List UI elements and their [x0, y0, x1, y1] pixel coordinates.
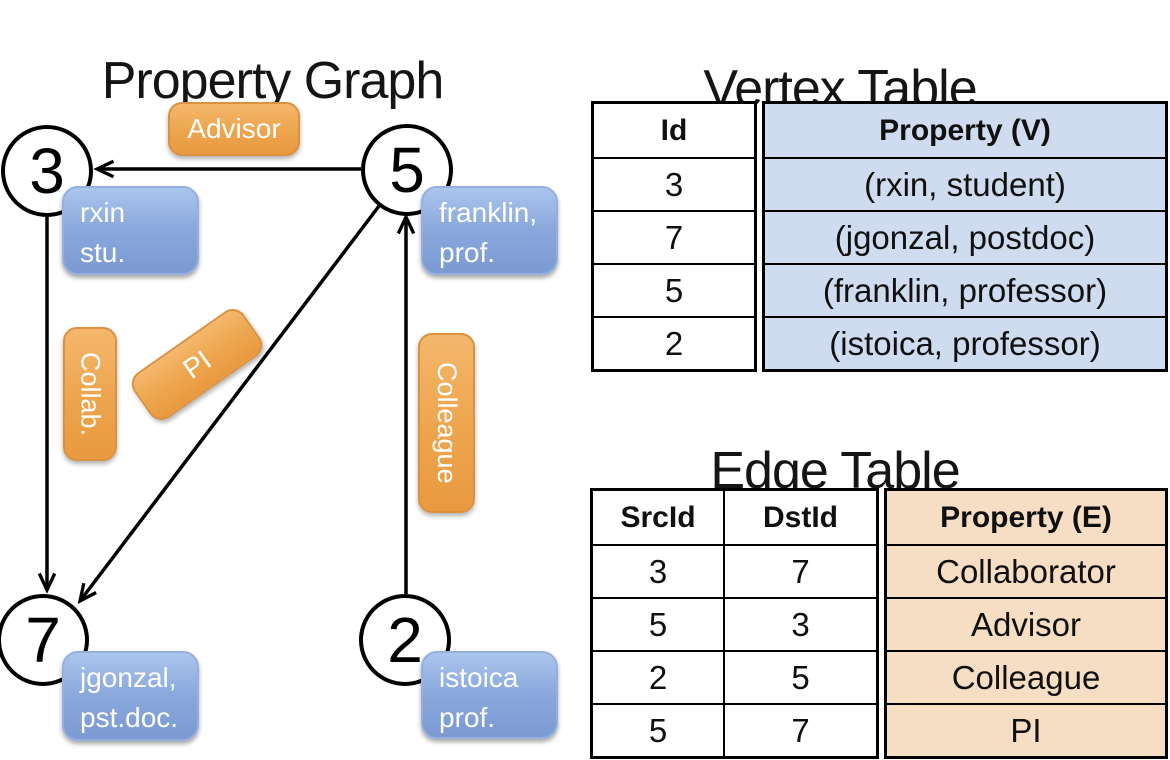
edge-label-text: PI [176, 343, 217, 385]
table-cell: 5 [725, 650, 876, 703]
node-label-line2: pst.doc. [80, 702, 179, 733]
table-cell: Colleague [887, 650, 1165, 703]
table-cell: (franklin, professor) [765, 263, 1165, 316]
node-label-line2: prof. [439, 702, 496, 733]
column-header-property-e: Property (E) [940, 500, 1112, 534]
node-label-line1: franklin, [439, 197, 538, 228]
node-label-istoica: istoica prof. [421, 651, 558, 739]
vertex-id: 2 [387, 604, 423, 676]
edge-label-text: Collab. [75, 351, 106, 437]
vertex-table-property-column: Property (V) (rxin, student) (jgonzal, p… [762, 101, 1168, 372]
edge-label-colleague: Colleague [418, 333, 475, 513]
vertex-table: Id 3 7 5 2 Property (V) (rxin, student) … [591, 101, 1168, 372]
table-cell: (jgonzal, postdoc) [765, 210, 1165, 263]
graph-panel: Property Graph 3 5 7 2 Advisor Collab. P… [0, 0, 580, 760]
node-label-line2: prof. [439, 237, 496, 268]
table-cell: 5 [593, 703, 723, 756]
vertex-id: 5 [389, 134, 425, 206]
vertex-id: 3 [29, 135, 65, 207]
table-cell: Advisor [887, 597, 1165, 650]
table-cell: 3 [593, 544, 723, 597]
node-label-franklin: franklin, prof. [421, 186, 558, 275]
table-cell: (rxin, student) [765, 157, 1165, 210]
table-cell: (istoica, professor) [765, 316, 1165, 369]
graph-title: Property Graph [101, 51, 445, 110]
node-label-line1: rxin [80, 197, 126, 228]
vertex-id: 7 [25, 604, 61, 676]
table-cell: 3 [725, 597, 876, 650]
table-cell: 7 [725, 544, 876, 597]
edge-table-id-columns: SrcId 3 5 2 5 DstId 7 3 5 7 [590, 488, 879, 759]
edge-label-text: Colleague [432, 362, 462, 484]
table-cell: 5 [593, 597, 723, 650]
table-cell: 7 [725, 703, 876, 756]
node-label-rxin: rxin stu. [62, 186, 199, 275]
column-header-id: Id [660, 113, 688, 147]
table-cell: 2 [594, 316, 754, 369]
node-label-jgonzal: jgonzal, pst.doc. [62, 651, 199, 741]
edge-table-srcid-column: SrcId 3 5 2 5 [593, 491, 723, 756]
column-header-dstid: DstId [763, 500, 838, 534]
table-cell: 3 [594, 157, 754, 210]
table-cell: PI [887, 703, 1165, 756]
edge-table-dstid-column: DstId 7 3 5 7 [723, 491, 876, 756]
vertex-table-id-column: Id 3 7 5 2 [591, 101, 757, 372]
edge-label-collab: Collab. [63, 327, 117, 461]
column-header-srcid: SrcId [620, 500, 696, 534]
node-label-line2: stu. [80, 237, 126, 268]
table-cell: 2 [593, 650, 723, 703]
graph-edges-svg [0, 0, 580, 760]
edge-pi-line [80, 204, 381, 601]
edge-label-advisor: Advisor [168, 102, 300, 156]
vertex-node-2: 2 [359, 594, 451, 686]
edge-label-text: Advisor [187, 113, 281, 144]
edge-table: SrcId 3 5 2 5 DstId 7 3 5 7 Property (E)… [590, 488, 1168, 759]
node-label-line1: istoica [439, 662, 519, 693]
node-label-line1: jgonzal, [80, 662, 177, 693]
edge-table-property-column: Property (E) Collaborator Advisor Collea… [884, 488, 1168, 759]
table-cell: 7 [594, 210, 754, 263]
table-cell: Collaborator [887, 544, 1165, 597]
column-header-property-v: Property (V) [879, 113, 1051, 147]
table-cell: 5 [594, 263, 754, 316]
